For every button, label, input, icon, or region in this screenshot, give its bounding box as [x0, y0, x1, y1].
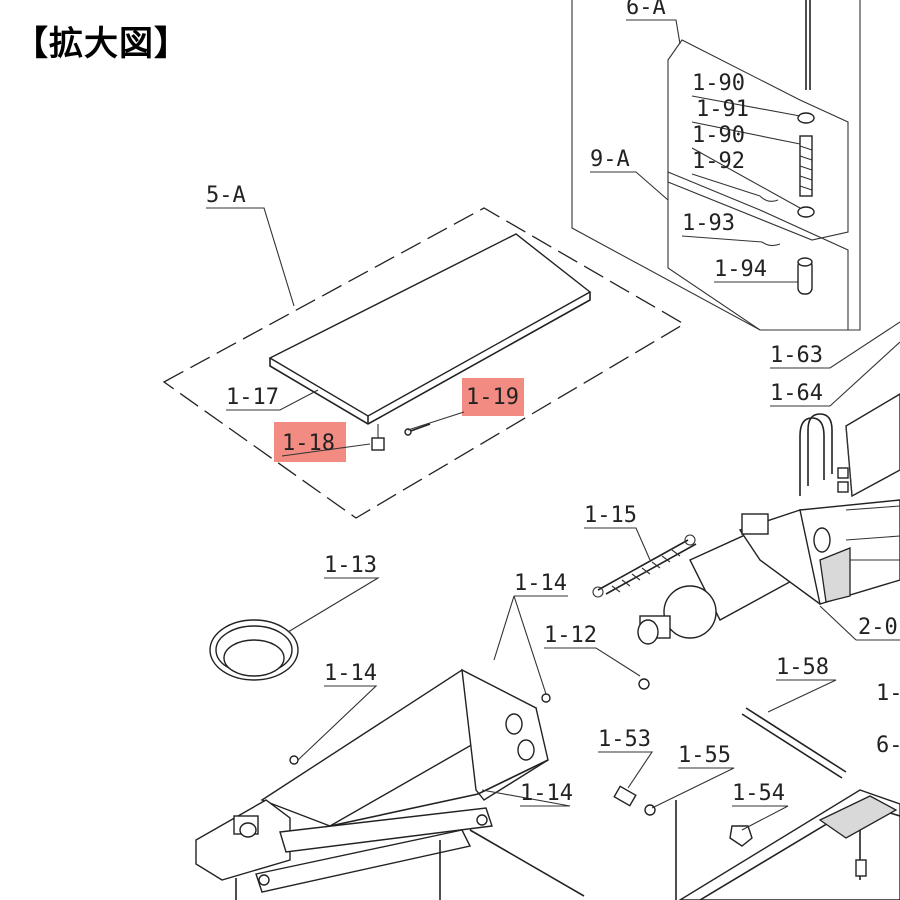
group-label-5a: 5-A — [206, 183, 246, 208]
part-pump-cylinder — [637, 499, 900, 690]
label-1-92: 1-92 — [692, 149, 745, 174]
label-1-19: 1-19 — [466, 385, 519, 410]
label-1-58: 1-58 — [776, 655, 829, 680]
label-1-15: 1-15 — [584, 503, 637, 528]
part-1-13-ring — [209, 619, 299, 681]
label-1-12: 1-12 — [544, 623, 597, 648]
label-1-93: 1-93 — [682, 211, 735, 236]
label-1-90-a: 1-90 — [692, 71, 745, 96]
label-1-17: 1-17 — [226, 385, 279, 410]
label-2-0: 2-0 — [858, 615, 898, 640]
label-1-54: 1-54 — [732, 781, 785, 806]
label-1-14-a: 1-14 — [514, 571, 567, 596]
label-1-90-b: 1-90 — [692, 123, 745, 148]
label-6-cut: 6- — [876, 733, 900, 758]
highlight-box-1-19 — [462, 378, 524, 416]
group-6a-panel — [571, 0, 861, 331]
label-1-63: 1-63 — [770, 343, 823, 368]
part-1-58-rod — [741, 707, 847, 779]
label-1-14-c: 1-14 — [520, 781, 573, 806]
part-1-15-spring — [592, 534, 697, 598]
group-9a-panel — [667, 171, 849, 331]
page-title: 【拡大図】 — [14, 24, 189, 64]
label-1-18: 1-18 — [282, 431, 335, 456]
leader-lines — [206, 19, 900, 831]
group-label-6a: 6-A — [626, 0, 666, 20]
label-1-14-b: 1-14 — [324, 661, 377, 686]
part-labels: 6-A 9-A 5-A 1-90 1-91 1-90 1-92 1-93 1-9… — [206, 0, 900, 806]
part-lever-arm — [195, 668, 585, 900]
label-1-91: 1-91 — [696, 97, 749, 122]
label-1-55: 1-55 — [678, 743, 731, 768]
part-side-block — [799, 393, 900, 498]
group-5a-panel — [162, 207, 686, 519]
label-1-13: 1-13 — [324, 553, 377, 578]
label-1-94: 1-94 — [714, 257, 767, 282]
part-fasteners — [613, 785, 753, 900]
part-bottom-frame — [678, 789, 900, 900]
group-label-9a: 9-A — [590, 147, 630, 172]
label-1-cut: 1- — [876, 681, 900, 706]
label-1-64: 1-64 — [770, 381, 823, 406]
label-1-53: 1-53 — [598, 727, 651, 752]
